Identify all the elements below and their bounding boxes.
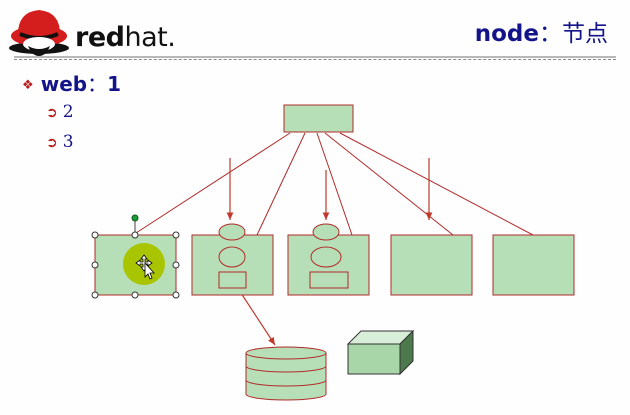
slide-title-cn: 节点 bbox=[562, 21, 608, 47]
slide-title-separator: ： bbox=[539, 21, 562, 47]
component-ellipse bbox=[218, 223, 246, 241]
arrow-bullet-icon: ➲ bbox=[46, 105, 58, 121]
connector-line bbox=[256, 132, 306, 236]
component-rect bbox=[309, 271, 349, 289]
component-ellipse bbox=[310, 246, 342, 268]
bullet-web-value: 1 bbox=[107, 72, 122, 96]
connector-lines bbox=[135, 132, 534, 236]
resize-handle[interactable] bbox=[91, 291, 99, 299]
arrows bbox=[226, 158, 433, 346]
bullet-item-web: ❖ web：1 bbox=[22, 68, 121, 97]
resize-handle[interactable] bbox=[131, 231, 139, 239]
sub-bullet-item: ➲2 bbox=[46, 102, 74, 122]
connector-line bbox=[135, 132, 291, 234]
sub-bullet-text: 2 bbox=[62, 102, 74, 122]
logo-text-light: hat. bbox=[124, 22, 176, 53]
resize-handle[interactable] bbox=[172, 261, 180, 269]
header-rule-solid bbox=[14, 56, 616, 58]
connector-line bbox=[339, 132, 534, 236]
slide-title: node：节点 bbox=[475, 14, 608, 48]
bullet-web-label: web bbox=[40, 72, 88, 96]
resize-handle[interactable] bbox=[131, 291, 139, 299]
arrow-bullet-icon: ➲ bbox=[46, 135, 58, 151]
move-cursor-icon bbox=[135, 254, 155, 280]
component-ellipse bbox=[218, 246, 246, 268]
cube-icon bbox=[346, 329, 415, 376]
component-ellipse bbox=[312, 223, 340, 241]
connector-line bbox=[324, 132, 454, 236]
resize-handle[interactable] bbox=[91, 261, 99, 269]
connector-line bbox=[316, 132, 353, 236]
node-box-empty bbox=[390, 234, 473, 296]
node-server-1 bbox=[191, 223, 274, 296]
database-icon bbox=[245, 346, 327, 401]
arrow bbox=[238, 289, 276, 346]
redhat-logo: redhat. bbox=[6, 4, 176, 56]
node-box-empty bbox=[492, 234, 575, 296]
diamond-bullet-icon: ❖ bbox=[22, 78, 34, 93]
component-rect bbox=[218, 271, 247, 289]
rotation-handle[interactable] bbox=[131, 214, 139, 222]
node-selected[interactable] bbox=[91, 214, 180, 299]
bullet-web-separator: ： bbox=[87, 72, 108, 96]
header-rule-dashed bbox=[14, 59, 616, 60]
resize-handle[interactable] bbox=[172, 291, 180, 299]
resize-handle[interactable] bbox=[172, 231, 180, 239]
bullet-web-text: web：1 bbox=[41, 72, 121, 96]
slide-title-en: node bbox=[474, 21, 539, 47]
logo-text-bold: red bbox=[75, 22, 125, 53]
sub-bullet-text: 3 bbox=[62, 132, 74, 152]
node-server-2 bbox=[287, 223, 370, 296]
resize-handles[interactable] bbox=[91, 231, 180, 299]
slide-header: redhat. node：节点 bbox=[0, 0, 630, 66]
logo-wordmark: redhat. bbox=[75, 22, 176, 53]
top-node bbox=[283, 104, 354, 133]
sub-bullet-item: ➲3 bbox=[46, 132, 74, 152]
resize-handle[interactable] bbox=[91, 231, 99, 239]
shadowman-icon bbox=[9, 10, 69, 56]
